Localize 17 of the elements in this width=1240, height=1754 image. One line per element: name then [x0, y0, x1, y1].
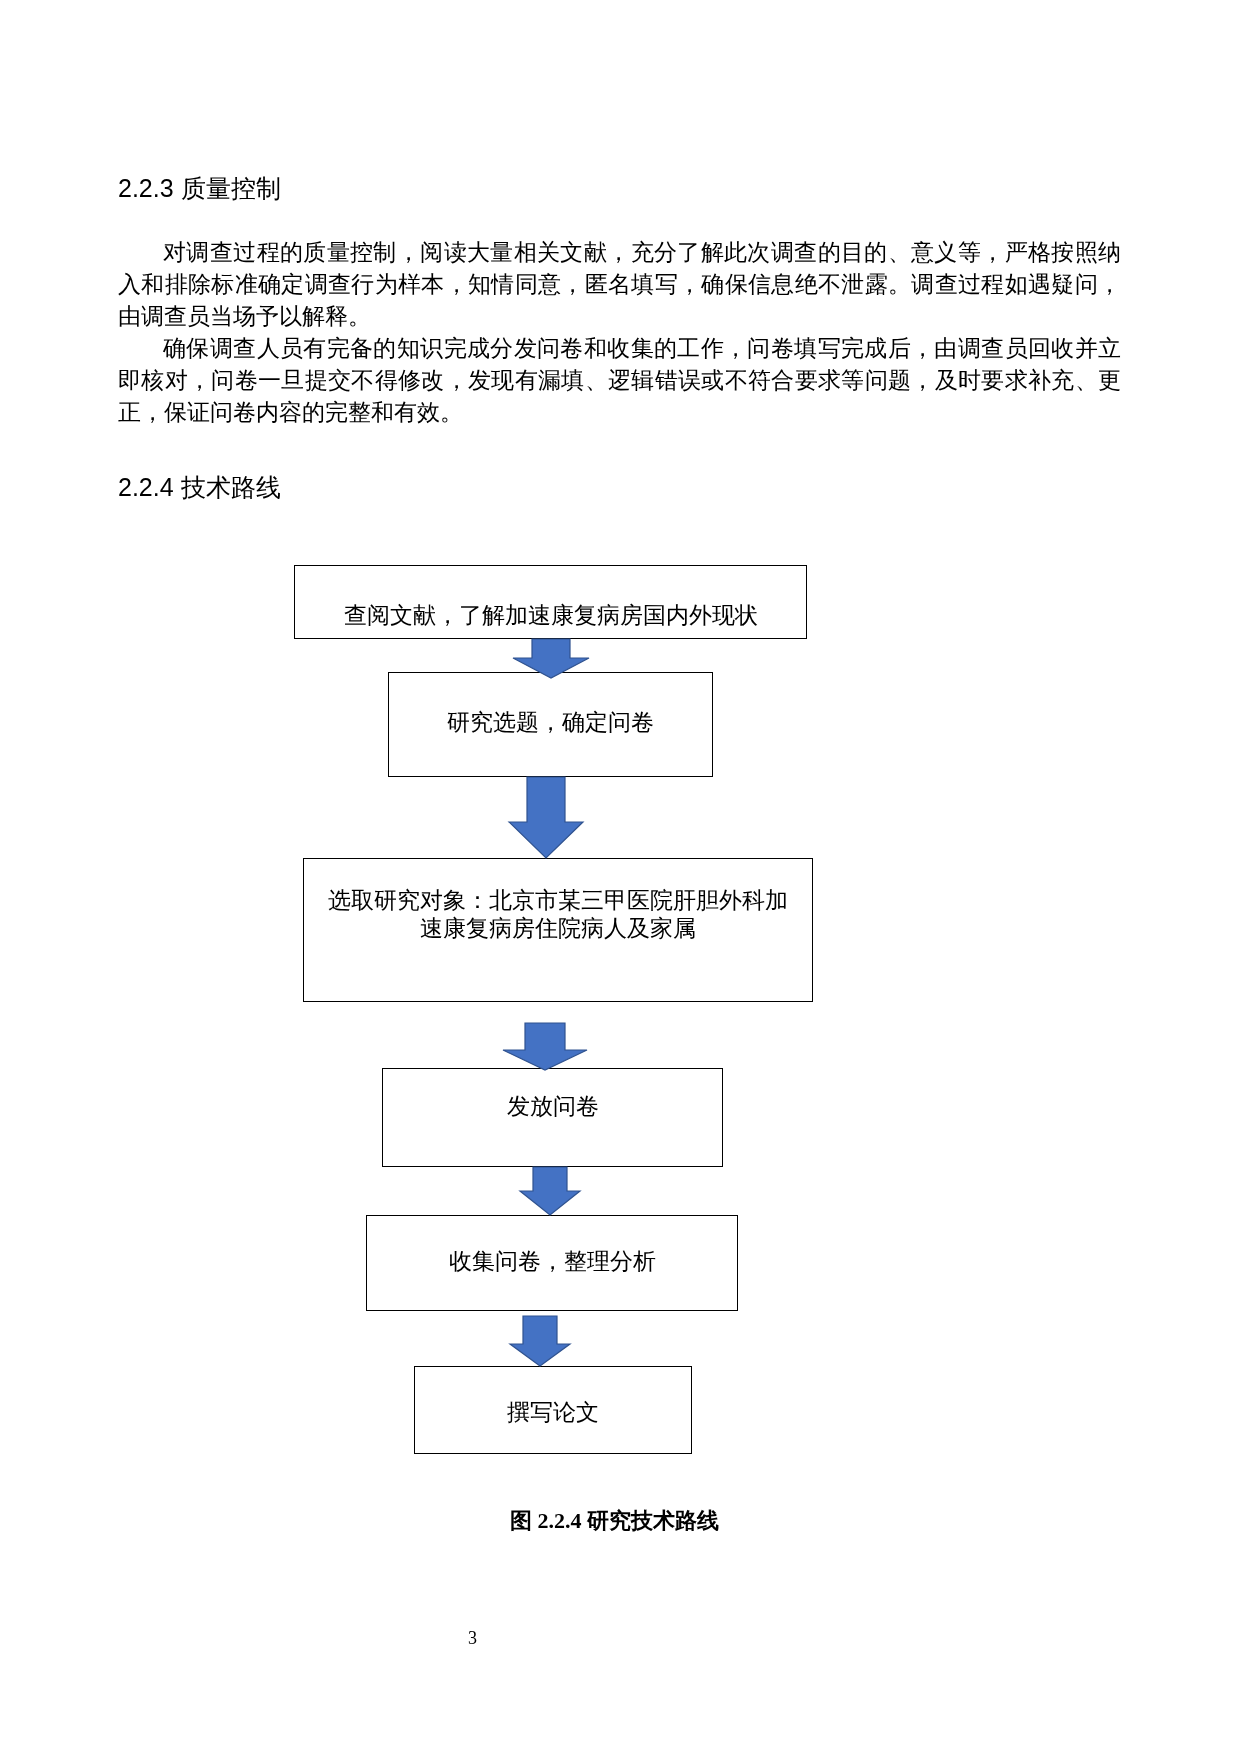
section-heading: 2.2.3 质量控制	[118, 173, 281, 204]
figure-caption: 图 2.2.4 研究技术路线	[510, 1507, 719, 1535]
paragraph: 对调查过程的质量控制，阅读大量相关文献，充分了解此次调查的目的、意义等，严格按照纳入和排除标准确定调查行为样本，知情同意，匿名填写，确保信息绝不泄露。调查过程如遇疑问，由调查员当场予以解释。	[118, 239, 1121, 331]
section-heading: 2.2.4 技术路线	[118, 472, 281, 503]
block-arrow	[507, 776, 585, 859]
block-arrow	[518, 1166, 582, 1216]
paragraph: 确保调查人员有完备的知识完成分发问卷和收集的工作，问卷填写完成后，由调查员回收并立即核对，问卷一旦提交不得修改，发现有漏填、逻辑错误或不符合要求等问题，及时要求补充、更正，保证问卷内容的完整和有效。	[118, 335, 1121, 427]
process-box: 选取研究对象：北京市某三甲医院肝胆外科加速康复病房住院病人及家属	[303, 858, 813, 1002]
block-arrow	[512, 638, 590, 679]
process-box: 发放问卷	[382, 1068, 723, 1167]
block-arrow	[502, 1022, 588, 1071]
process-box: 研究选题，确定问卷	[388, 672, 713, 777]
process-box: 收集问卷，整理分析	[366, 1215, 738, 1311]
page-number: 3	[468, 1628, 477, 1649]
block-arrow	[508, 1315, 572, 1367]
process-box: 查阅文献，了解加速康复病房国内外现状	[294, 565, 807, 639]
process-box: 撰写论文	[414, 1366, 692, 1454]
